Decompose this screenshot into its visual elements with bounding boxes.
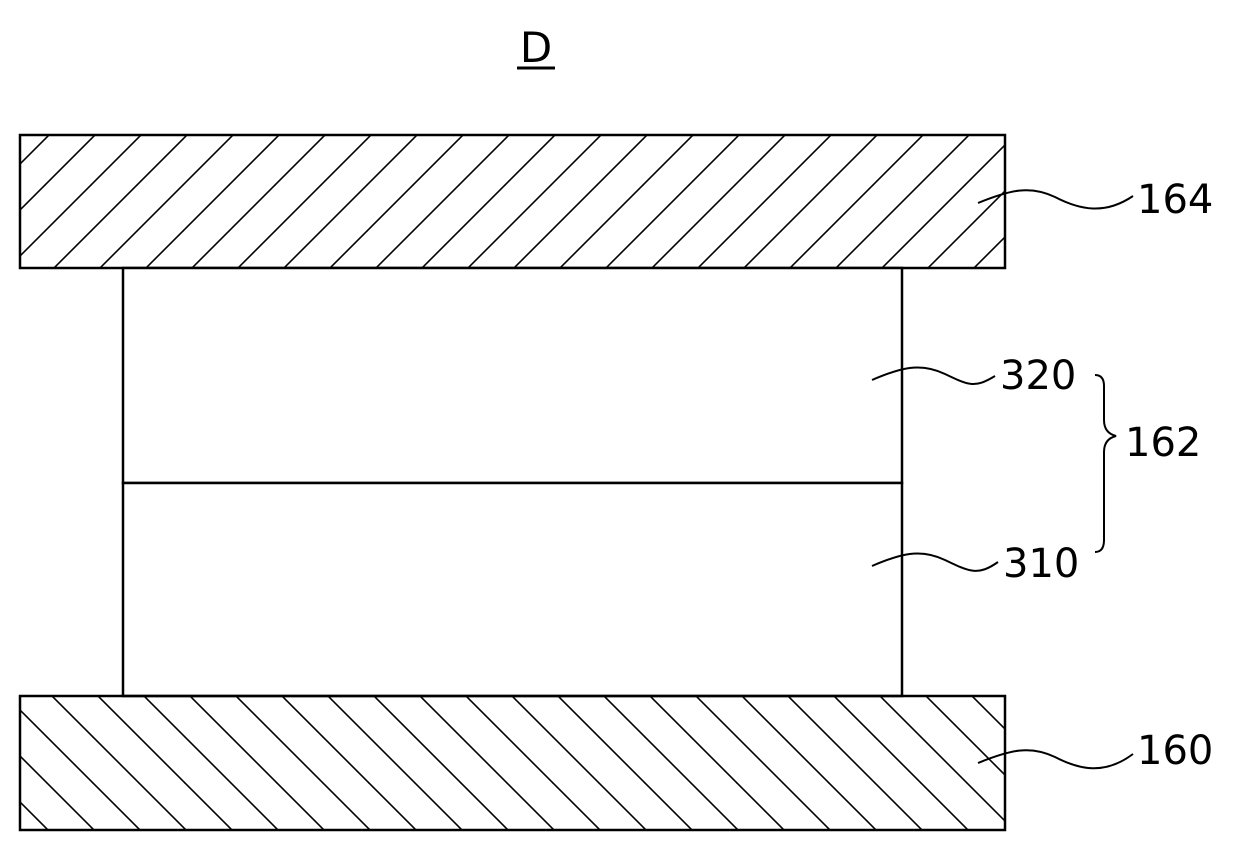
lower-layer-310 — [123, 483, 902, 696]
ref-label-160: 160 — [1137, 728, 1213, 774]
figure-title: D — [520, 23, 552, 72]
ref-label-320: 320 — [1000, 353, 1076, 399]
upper-layer-320 — [123, 268, 902, 483]
group-brace-162 — [1095, 375, 1116, 552]
ref-label-164: 164 — [1137, 177, 1213, 223]
ref-label-162: 162 — [1125, 420, 1201, 466]
top-electrode-layer — [20, 135, 1005, 268]
ref-label-310: 310 — [1003, 541, 1079, 587]
bottom-electrode-layer — [20, 696, 1005, 830]
